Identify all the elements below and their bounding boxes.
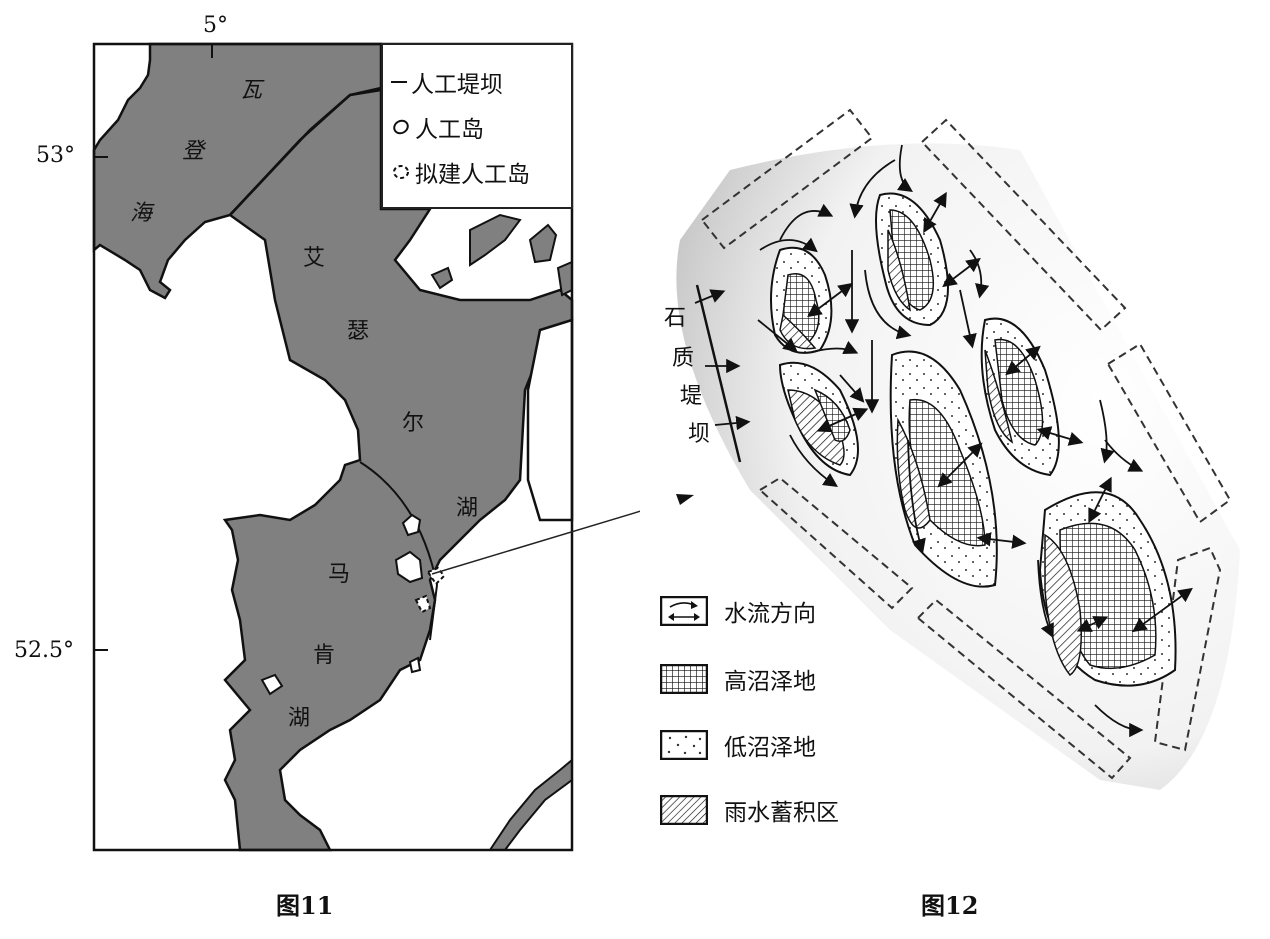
planned-rect-4 (1153, 546, 1222, 752)
label-wadden-1: 瓦 (240, 78, 263, 103)
planned-rect-5 (758, 476, 914, 610)
pointer-line (431, 510, 640, 575)
legend-label-island: 人工岛 (415, 117, 484, 143)
water-flow-icon (660, 596, 708, 626)
afsluitdijk (229, 86, 382, 216)
dam-label-4: 坝 (688, 422, 711, 447)
legend-label-dam: 人工堤坝 (411, 72, 503, 98)
label-ijssel-4: 湖 (456, 496, 479, 521)
planned-islands (700, 108, 1232, 780)
latitude-label-52-5: 52.5° (14, 638, 74, 663)
ijsselmeer-water (222, 88, 574, 852)
label-marker-2: 肯 (313, 643, 336, 668)
artificial-island-3 (408, 656, 422, 674)
planned-rect-6 (916, 598, 1132, 780)
map-legend: 人工堤坝 人工岛 拟建人工岛 (381, 43, 573, 209)
island-outline-icon (393, 119, 409, 135)
legend-item-island: 人工岛 (391, 110, 484, 144)
planned-rect-1 (700, 108, 874, 250)
planned-island-2 (414, 594, 432, 614)
pointer-arrowhead (676, 494, 694, 505)
marsh-diagram-svg (676, 108, 1240, 791)
dashed-island-icon (393, 165, 409, 179)
label-marker-3: 湖 (288, 706, 311, 731)
legend-item-dam: 人工堤坝 (391, 65, 503, 99)
dam-arrows (694, 289, 751, 431)
legend-label-water-flow: 水流方向 (724, 601, 816, 627)
label-wadden-2: 登 (182, 139, 205, 164)
dam-label-3: 堤 (680, 384, 703, 409)
label-ijssel-3: 尔 (402, 411, 425, 436)
artificial-island-2 (394, 550, 424, 584)
map-frame (92, 42, 574, 852)
label-wadden-3: 海 (130, 201, 153, 226)
legend-item-rainwater: 雨水蓄积区 (660, 793, 839, 827)
island-f (1038, 491, 1177, 687)
longitude-label-5: 5° (203, 13, 228, 38)
planned-rect-3 (1106, 342, 1232, 524)
artificial-island-1 (401, 513, 422, 537)
high-marsh-pattern-icon (660, 664, 708, 694)
artificial-island-4 (260, 673, 284, 696)
rainwater-storage-pattern-icon (660, 795, 708, 825)
latitude-label-53: 53° (36, 143, 75, 168)
planned-rect-2 (920, 118, 1127, 332)
legend-label-rainwater: 雨水蓄积区 (724, 800, 839, 826)
legend-label-planned-island: 拟建人工岛 (415, 162, 530, 188)
bay-island-1 (469, 213, 522, 267)
label-marker-1: 马 (328, 562, 351, 587)
legend-item-water-flow: 水流方向 (660, 594, 816, 628)
caption-figure-11: 图11 (276, 891, 334, 920)
legend-item-planned-island: 拟建人工岛 (391, 155, 530, 189)
bay-island-2 (528, 223, 558, 264)
low-marsh-pattern-icon (660, 730, 708, 760)
legend-item-low-marsh: 低沼泽地 (660, 728, 816, 762)
legend-label-low-marsh: 低沼泽地 (724, 735, 816, 761)
label-ijssel-2: 瑟 (347, 319, 370, 344)
dam-label-2: 质 (672, 346, 695, 371)
dam-label-1: 石 (664, 306, 687, 331)
caption-figure-12: 图12 (921, 891, 979, 920)
legend-label-high-marsh: 高沼泽地 (724, 669, 816, 695)
label-ijssel-1: 艾 (303, 246, 326, 271)
solid-line-icon (391, 81, 407, 83)
bidirectional-flow-arrows (807, 191, 1193, 633)
pointer-arrowhead-svg (676, 494, 694, 505)
stone-dam-line (695, 284, 742, 463)
bay-island-3 (430, 266, 454, 290)
legend-item-high-marsh: 高沼泽地 (660, 662, 816, 696)
